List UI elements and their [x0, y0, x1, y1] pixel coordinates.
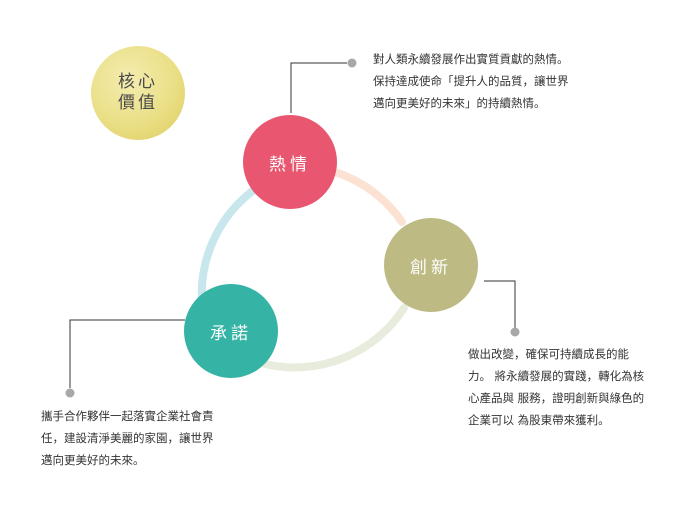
- passion-description: 對人類永續發展作出實質貢獻的熱情。 保持達成使命「提升人的品質，讓世界 邁向更美…: [373, 48, 613, 114]
- innovation-description-line: 力。 將永續發展的實踐，轉化為核: [468, 369, 645, 383]
- commitment-circle: 承諾: [184, 284, 278, 378]
- innovation-description-line: 企業可以 為股東帶來獲利。: [468, 413, 610, 427]
- commitment-description-line: 任，建設清淨美麗的家園，讓世界: [41, 431, 214, 445]
- commitment-title: 承諾: [210, 323, 252, 344]
- connector-passion: [290, 62, 347, 113]
- core-values-line2: 價值: [118, 93, 158, 113]
- commitment-description-line: 邁向更美好的未來。: [41, 453, 145, 467]
- ring-arc-innovate-commit: [261, 304, 408, 372]
- ring-arc-passion-innovate: [331, 168, 406, 226]
- innovation-description: 做出改變，確保可持續成長的能 力。 將永續發展的實踐，轉化為核 心產品與 服務，…: [468, 343, 668, 431]
- innovation-description-line: 做出改變，確保可持續成長的能: [468, 347, 629, 361]
- connector-innovate: [484, 280, 516, 328]
- passion-title: 熱情: [269, 154, 311, 175]
- core-values-circle: 核心 價值: [91, 46, 185, 140]
- innovation-circle: 創新: [384, 218, 478, 312]
- core-values-line1: 核心: [118, 72, 158, 92]
- passion-description-line: 對人類永續發展作出實質貢獻的熱情。: [373, 52, 569, 66]
- passion-description-line: 邁向更美好的未來」的持續熱情。: [373, 96, 546, 110]
- connector-dot-innovate: [510, 327, 520, 337]
- innovation-title: 創新: [410, 257, 452, 278]
- connector-commit: [69, 319, 185, 388]
- ring-arc-commit-passion: [197, 183, 262, 306]
- commitment-description: 攜手合作夥伴一起落實企業社會責 任，建設清淨美麗的家園，讓世界 邁向更美好的未來…: [41, 405, 256, 471]
- innovation-description-line: 心產品與 服務，證明創新與綠色的: [468, 391, 645, 405]
- passion-circle: 熱情: [243, 115, 337, 209]
- connector-dot-commit: [65, 388, 75, 398]
- connector-dot-passion: [347, 58, 357, 68]
- commitment-description-line: 攜手合作夥伴一起落實企業社會責: [41, 409, 214, 423]
- passion-description-line: 保持達成使命「提升人的品質，讓世界: [373, 74, 569, 88]
